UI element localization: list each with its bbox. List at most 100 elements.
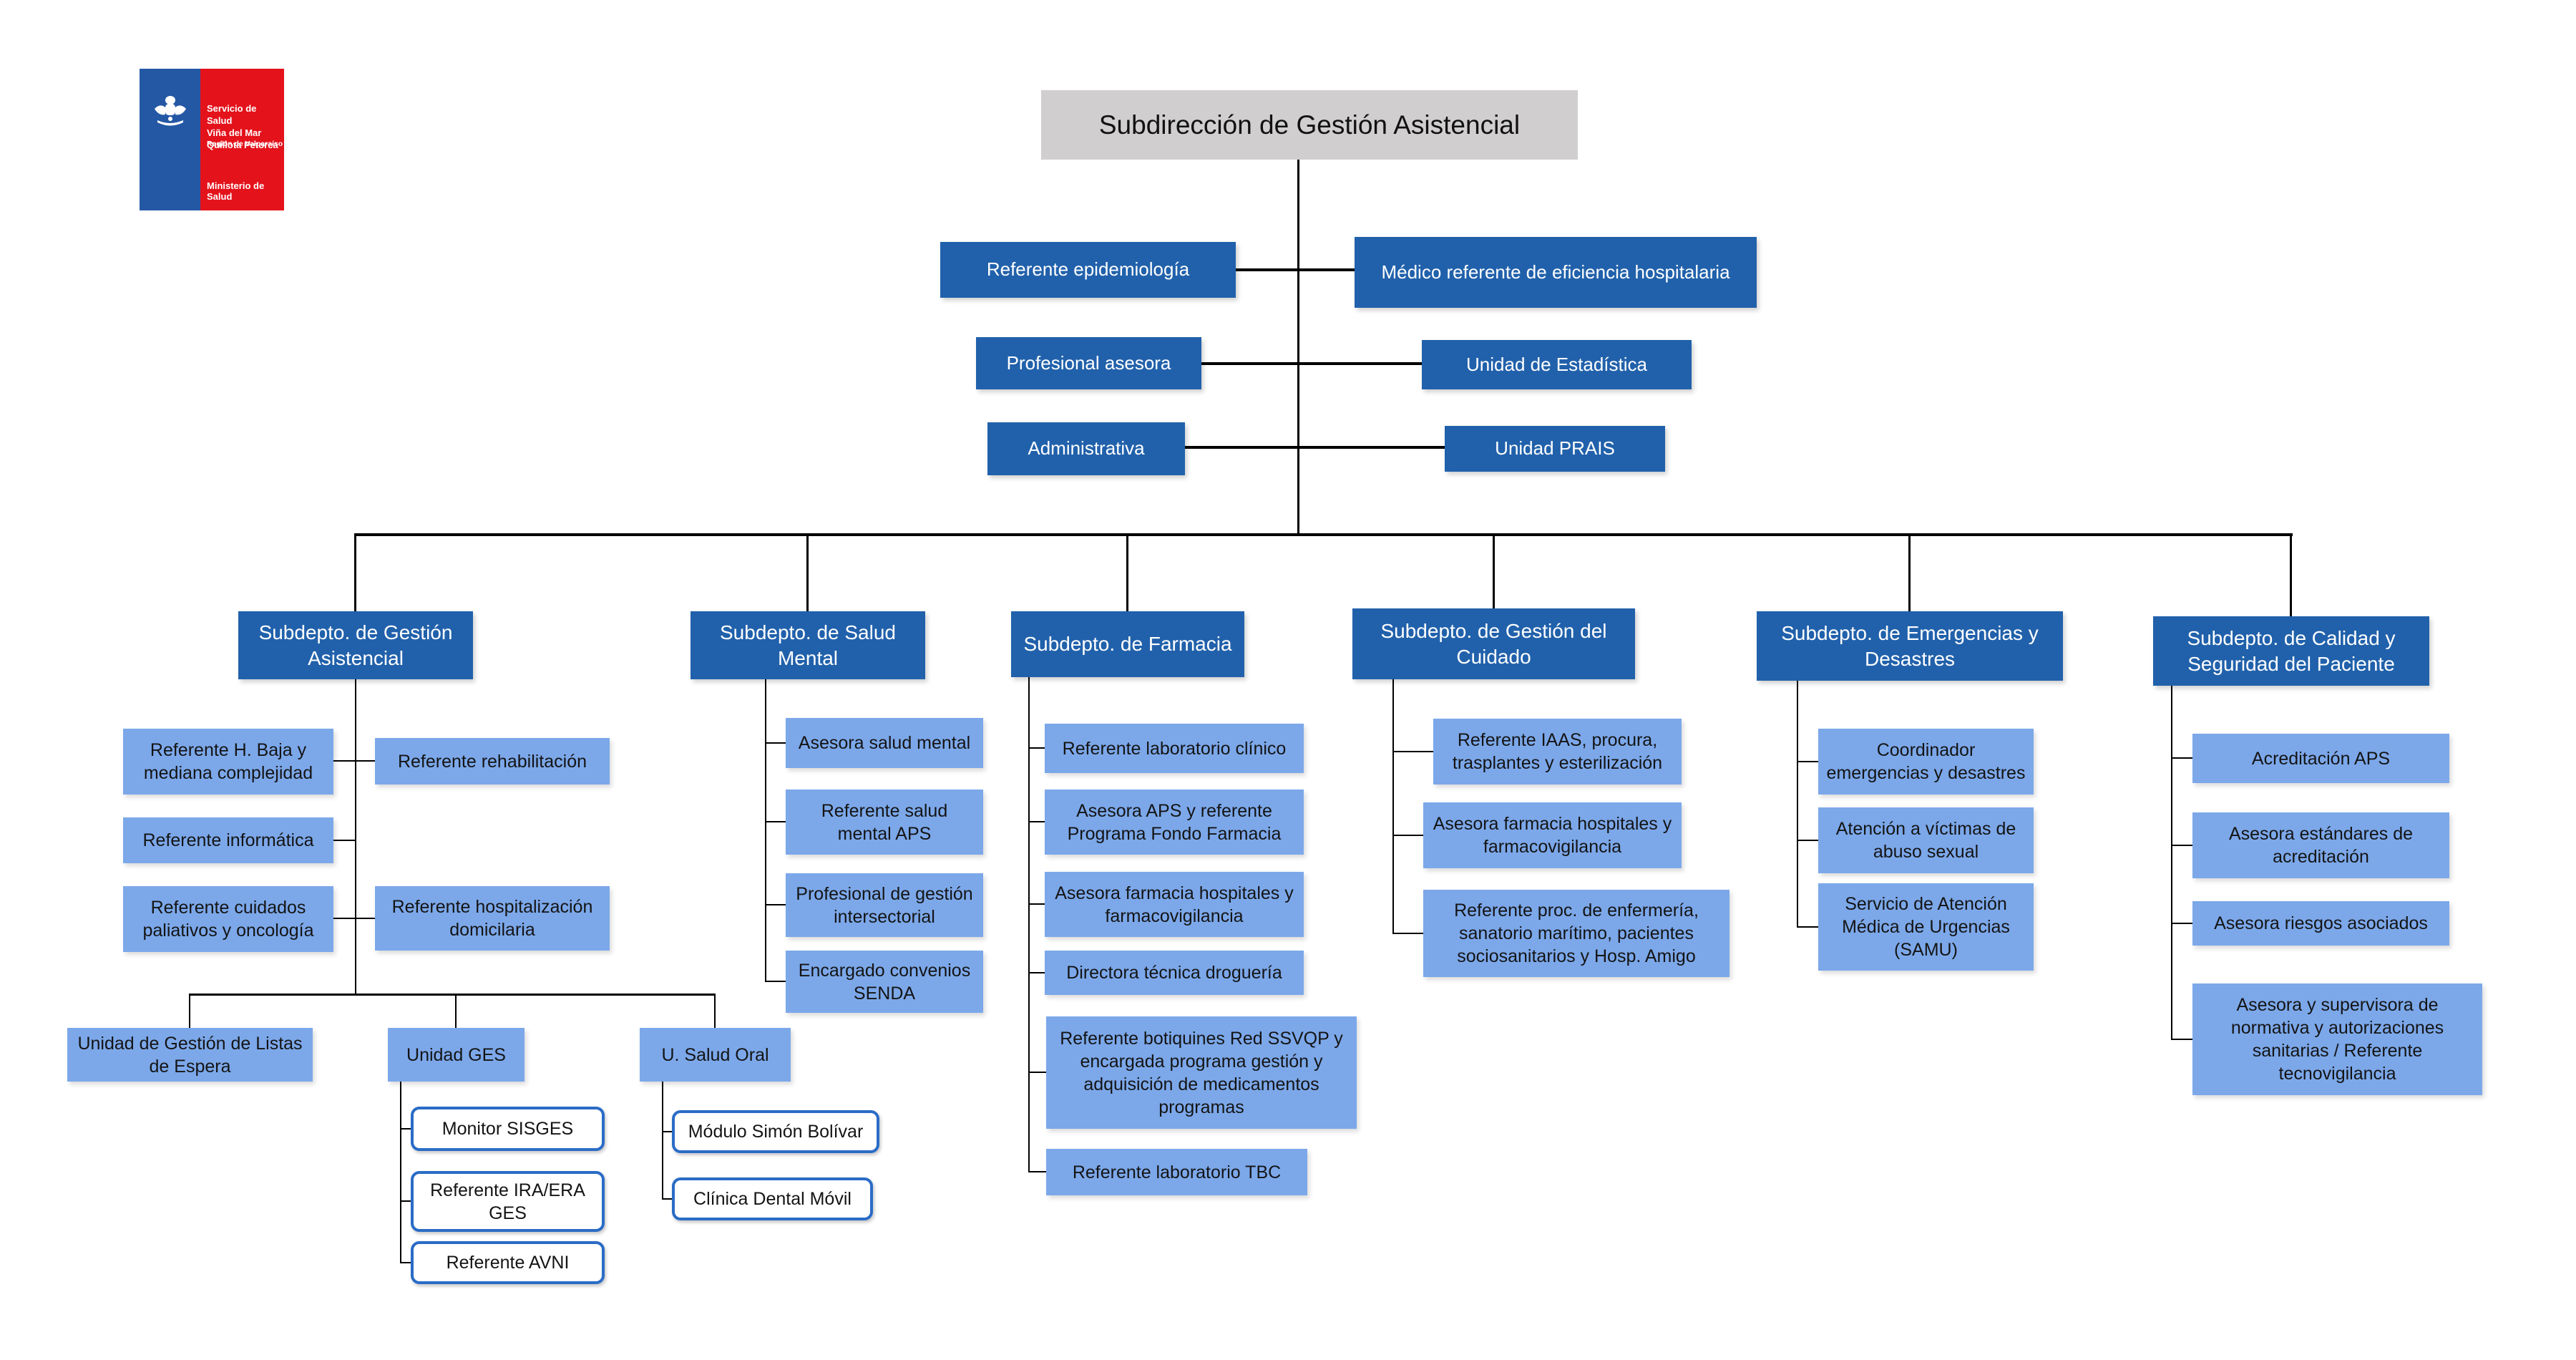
connector-root-vertical (1297, 160, 1299, 535)
box-referente-laboratorio-clinico: Referente laboratorio clínico (1045, 724, 1304, 773)
box-samu: Servicio de Atención Médica de Urgencias… (1818, 883, 2034, 971)
box-unidad-salud-oral: U. Salud Oral (640, 1028, 791, 1082)
connector-drop-dept4 (1493, 535, 1495, 608)
box-modulo-simon-bolivar: Módulo Simón Bolívar (672, 1110, 879, 1153)
connector-dept1-vertical (355, 679, 356, 995)
connector-oral-stub1 (662, 1131, 673, 1132)
box-encargado-convenios-senda: Encargado convenios SENDA (786, 951, 983, 1013)
logo-line-3: Quillota Petorca (207, 139, 278, 150)
dept-header-emergencias-desastres: Subdepto. de Emergencias y Desastres (1757, 611, 2063, 681)
connector-dept6-stub3 (2171, 923, 2193, 924)
box-referente-proc-enfermeria: Referente proc. de enfermería, sanatorio… (1423, 890, 1729, 977)
logo-line-1: Servicio de Salud (207, 103, 257, 126)
dept-header-salud-mental: Subdepto. de Salud Mental (691, 611, 925, 679)
connector-dept5-vertical (1797, 681, 1798, 928)
connector-dept2-stub4 (765, 981, 786, 982)
connector-distribution-horizontal (354, 533, 2293, 536)
coat-of-arms-icon (154, 96, 186, 126)
connector-dept2-stub2 (765, 821, 786, 822)
connector-dept1-row1 (333, 760, 375, 762)
connector-staff-row3 (1185, 446, 1445, 449)
box-unidad-gestion-listas-espera: Unidad de Gestión de Listas de Espera (67, 1028, 313, 1082)
box-profesional-gestion-intersectorial: Profesional de gestión intersectorial (786, 873, 983, 937)
connector-drop-dept2 (806, 535, 809, 611)
logo-red-panel: Servicio de Salud Viña del Mar Quillota … (200, 69, 284, 210)
box-asesora-salud-mental: Asesora salud mental (786, 718, 983, 768)
box-clinica-dental-movil: Clínica Dental Móvil (672, 1177, 873, 1220)
box-asesora-aps-fondo-farmacia: Asesora APS y referente Programa Fondo F… (1045, 790, 1304, 855)
connector-dept4-stub2 (1392, 835, 1424, 836)
box-referente-botiquines-ssvqp: Referente botiquines Red SSVQP y encarga… (1046, 1016, 1357, 1129)
box-monitor-sisges: Monitor SISGES (411, 1107, 605, 1151)
connector-dept2-stub1 (765, 742, 786, 744)
connector-dept3-stub5 (1028, 1072, 1047, 1073)
logo-ministry: Ministerio de Salud (207, 180, 265, 202)
connector-dept4-stub1 (1392, 751, 1434, 752)
logo-region: Región de Valparaíso (207, 140, 283, 148)
connector-dept1-row3 (333, 918, 375, 919)
logo-line-2: Viña del Mar (207, 127, 262, 138)
box-asesora-farmacia-hospitales-d4: Asesora farmacia hospitales y farmacovig… (1423, 802, 1682, 868)
connector-oral-stub2 (662, 1198, 673, 1200)
connector-dept5-stub1 (1797, 761, 1819, 762)
ministry-logo: Servicio de Salud Viña del Mar Quillota … (140, 69, 284, 210)
box-atencion-victimas-abuso: Atención a víctimas de abuso sexual (1818, 807, 2034, 873)
box-unidad-ges: Unidad GES (388, 1028, 525, 1082)
box-acreditacion-aps: Acreditación APS (2192, 734, 2449, 783)
box-asesora-riesgos-asociados: Asesora riesgos asociados (2192, 901, 2449, 946)
connector-ges-stub2 (400, 1200, 411, 1202)
connector-dept6-stub4 (2171, 1039, 2193, 1040)
connector-dept3-vertical (1028, 677, 1030, 1172)
connector-drop-dept1 (354, 535, 356, 611)
dept-header-gestion-del-cuidado: Subdepto. de Gestión del Cuidado (1352, 608, 1635, 679)
connector-dept3-stub6 (1028, 1171, 1047, 1172)
box-asesora-farmacia-hospitales-d3: Asesora farmacia hospitales y farmacovig… (1045, 872, 1304, 937)
staff-box-administrativa: Administrativa (987, 422, 1185, 475)
staff-box-unidad-estadistica: Unidad de Estadística (1422, 340, 1692, 389)
staff-box-profesional-asesora: Profesional asesora (976, 337, 1201, 389)
dept-header-gestion-asistencial: Subdepto. de Gestión Asistencial (238, 611, 473, 679)
box-asesora-estandares-acreditacion: Asesora estándares de acreditación (2192, 812, 2449, 878)
connector-ges-stub1 (400, 1128, 411, 1130)
connector-dept6-stub1 (2171, 757, 2193, 759)
connector-dept3-stub4 (1028, 972, 1045, 973)
connector-dept4-vertical (1392, 679, 1394, 934)
connector-dept2-vertical (765, 679, 766, 982)
connector-drop-dept6 (2290, 535, 2292, 616)
connector-dept4-stub3 (1392, 933, 1424, 934)
connector-drop-unit3 (714, 996, 716, 1028)
connector-drop-unit2 (455, 996, 457, 1028)
connector-dept3-stub3 (1028, 903, 1045, 905)
box-coordinador-emergencias: Coordinador emergencias y desastres (1818, 729, 2034, 795)
dept-header-farmacia: Subdepto. de Farmacia (1011, 611, 1244, 677)
connector-dept5-stub2 (1797, 840, 1819, 841)
logo-blue-panel (140, 69, 200, 210)
connector-dept3-stub2 (1028, 821, 1045, 822)
connector-ges-vertical (400, 1082, 401, 1263)
connector-drop-dept5 (1908, 535, 1911, 611)
box-referente-h-baja-mediana: Referente H. Baja y mediana complejidad (123, 729, 333, 795)
dept-header-calidad-seguridad: Subdepto. de Calidad y Seguridad del Pac… (2153, 616, 2429, 686)
box-asesora-supervisora-normativa: Asesora y supervisora de normativa y aut… (2192, 983, 2482, 1095)
box-referente-laboratorio-tbc: Referente laboratorio TBC (1046, 1149, 1307, 1195)
box-referente-iaas-procura: Referente IAAS, procura, trasplantes y e… (1433, 719, 1682, 785)
connector-drop-unit1 (189, 996, 190, 1028)
connector-dept1-row2 (333, 840, 356, 841)
connector-dept6-stub2 (2171, 845, 2193, 846)
connector-dept2-stub3 (765, 904, 786, 905)
connector-dept5-stub3 (1797, 926, 1819, 928)
staff-box-unidad-prais: Unidad PRAIS (1445, 426, 1665, 472)
staff-box-referente-epidemiologia: Referente epidemiología (940, 242, 1236, 298)
box-directora-tecnica-drogueria: Directora técnica droguería (1045, 951, 1304, 995)
connector-ges-stub3 (400, 1262, 411, 1263)
connector-staff-row1 (1236, 268, 1355, 271)
connector-drop-dept3 (1126, 535, 1128, 611)
connector-dept6-vertical (2171, 686, 2172, 1040)
box-referente-rehabilitacion: Referente rehabilitación (375, 738, 610, 785)
connector-dept3-stub1 (1028, 747, 1045, 749)
box-referente-salud-mental-aps: Referente salud mental APS (786, 790, 983, 855)
box-referente-ira-era-ges: Referente IRA/ERA GES (411, 1171, 605, 1232)
box-referente-hospitalizacion-domiciliaria: Referente hospitalización domicilaria (375, 886, 610, 951)
connector-staff-row2 (1201, 362, 1422, 365)
